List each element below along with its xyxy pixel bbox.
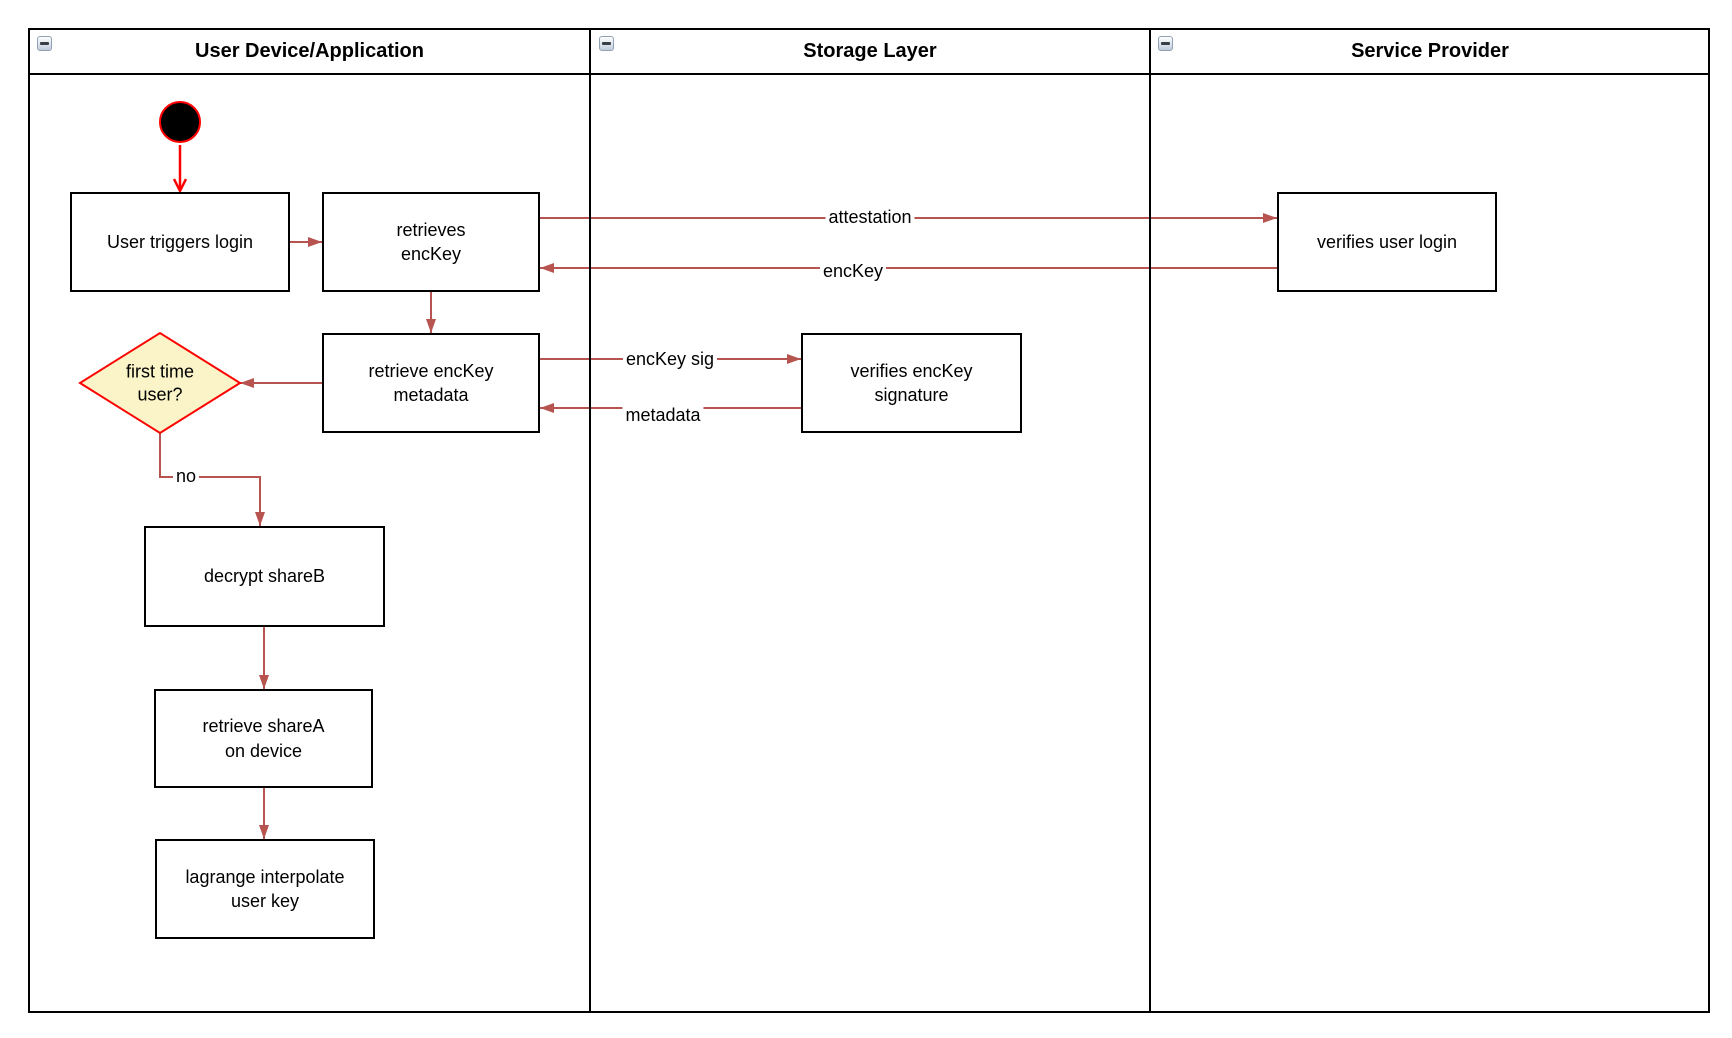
node-label: decrypt shareB — [203, 566, 326, 587]
lane-header-user-device[interactable]: User Device/Application — [30, 30, 589, 73]
node-label: retrieves encKey — [396, 219, 466, 264]
pool-frame — [28, 28, 1710, 1013]
lane-header-service-provider[interactable]: Service Provider — [1151, 30, 1709, 73]
edge-label-attestation: attestation — [825, 207, 915, 229]
node-verifies-user-login[interactable]: verifies user login — [1277, 192, 1497, 292]
minus-glyph — [1161, 42, 1170, 45]
edge-label-enckey-sig: encKey sig — [622, 349, 718, 371]
node-decrypt-shareb[interactable]: decrypt shareB — [144, 526, 385, 627]
node-label: retrieve shareA on device — [202, 716, 325, 761]
collapse-minus-icon[interactable] — [599, 36, 614, 51]
lane-divider-2 — [1149, 28, 1151, 1013]
start-node[interactable] — [159, 101, 201, 143]
lane-title: Storage Layer — [803, 40, 937, 62]
lane-header-storage-layer[interactable]: Storage Layer — [591, 30, 1149, 73]
node-label: retrieve encKey metadata — [368, 360, 494, 405]
node-label: User triggers login — [106, 231, 254, 252]
decision-first-time-user-label: first time user? — [85, 361, 235, 408]
edge-label-enckey: encKey — [819, 261, 887, 283]
node-verifies-enckey-signature[interactable]: verifies encKey signature — [801, 333, 1022, 433]
collapse-minus-icon[interactable] — [1158, 36, 1173, 51]
lane-header-separator — [28, 73, 1710, 75]
lane-title: Service Provider — [1351, 40, 1509, 62]
node-label: lagrange interpolate user key — [185, 866, 345, 911]
node-retrieves-enckey[interactable]: retrieves encKey — [322, 192, 540, 292]
node-label: verifies encKey signature — [850, 360, 973, 405]
node-label: first time user? — [125, 361, 194, 405]
edge-label-no: no — [172, 466, 200, 488]
node-user-triggers-login[interactable]: User triggers login — [70, 192, 290, 292]
lane-divider-1 — [589, 28, 591, 1013]
minus-glyph — [40, 42, 49, 45]
node-lagrange-interpolate[interactable]: lagrange interpolate user key — [155, 839, 375, 939]
node-retrieve-sharea[interactable]: retrieve shareA on device — [154, 689, 373, 788]
collapse-minus-icon[interactable] — [37, 36, 52, 51]
node-retrieve-enckey-metadata[interactable]: retrieve encKey metadata — [322, 333, 540, 433]
minus-glyph — [602, 42, 611, 45]
lane-title: User Device/Application — [195, 40, 424, 62]
node-label: verifies user login — [1316, 231, 1458, 252]
edge-label-metadata: metadata — [622, 405, 704, 427]
